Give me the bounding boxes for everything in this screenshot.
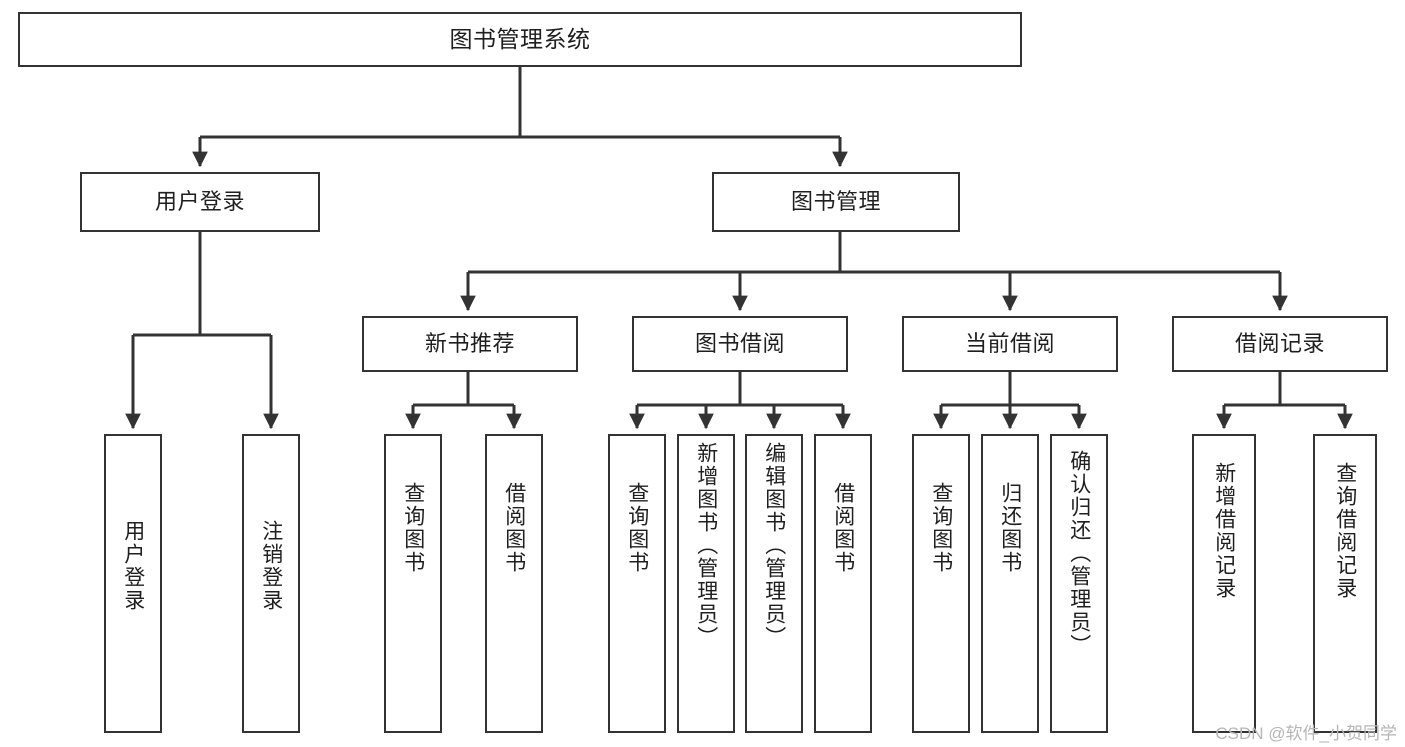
leaf-cb-return-book[interactable]: 归还图书 xyxy=(981,434,1039,733)
leaf-bb-query-book[interactable]: 查询图书 xyxy=(608,434,666,733)
node-label-new-book-recommendation: 新书推荐 xyxy=(424,331,515,357)
node-label-root: 图书管理系统 xyxy=(449,26,591,53)
node-user-login[interactable]: 用户登录 xyxy=(80,172,320,232)
leaf-nbr-borrow-book[interactable]: 借阅图书 xyxy=(485,434,543,733)
node-label-current-borrow: 当前借阅 xyxy=(964,331,1055,357)
leaf-label-cb-query-book: 查询图书 xyxy=(929,482,953,574)
leaf-user-logout[interactable]: 注销登录 xyxy=(242,434,300,733)
leaf-label-cb-confirm-return-admin: 确认归还（管理员） xyxy=(1067,450,1091,657)
leaf-label-br-query-record: 查询借阅记录 xyxy=(1333,462,1357,600)
leaf-label-bb-query-book: 查询图书 xyxy=(625,482,649,574)
leaf-label-bb-edit-book-admin: 编辑图书（管理员） xyxy=(762,442,786,649)
node-label-book-management: 图书管理 xyxy=(790,189,881,215)
leaf-br-add-record[interactable]: 新增借阅记录 xyxy=(1192,434,1256,733)
node-book-management[interactable]: 图书管理 xyxy=(712,172,960,232)
node-current-borrow[interactable]: 当前借阅 xyxy=(902,316,1118,372)
leaf-cb-confirm-return-admin[interactable]: 确认归还（管理员） xyxy=(1050,434,1108,733)
leaf-label-user-logout: 注销登录 xyxy=(259,520,283,612)
leaf-label-nbr-borrow-book: 借阅图书 xyxy=(502,482,526,574)
leaf-nbr-query-book[interactable]: 查询图书 xyxy=(384,434,442,733)
node-root-book-management-system[interactable]: 图书管理系统 xyxy=(18,12,1022,67)
node-label-book-borrow: 图书借阅 xyxy=(694,331,785,357)
leaf-br-query-record[interactable]: 查询借阅记录 xyxy=(1313,434,1377,733)
leaf-label-nbr-query-book: 查询图书 xyxy=(401,482,425,574)
node-borrow-record[interactable]: 借阅记录 xyxy=(1172,316,1388,372)
leaf-bb-add-book-admin[interactable]: 新增图书（管理员） xyxy=(677,434,735,733)
node-book-borrow[interactable]: 图书借阅 xyxy=(632,316,848,372)
watermark-csdn: CSDN @软件_小贺同学 xyxy=(1215,724,1397,743)
leaf-label-user-login: 用户登录 xyxy=(121,520,145,612)
node-label-user-login: 用户登录 xyxy=(154,189,245,215)
leaf-label-cb-return-book: 归还图书 xyxy=(998,482,1022,574)
leaf-label-br-add-record: 新增借阅记录 xyxy=(1212,462,1236,600)
leaf-bb-edit-book-admin[interactable]: 编辑图书（管理员） xyxy=(745,434,803,733)
leaf-cb-query-book[interactable]: 查询图书 xyxy=(912,434,970,733)
leaf-user-login[interactable]: 用户登录 xyxy=(104,434,162,733)
leaf-label-bb-borrow-book: 借阅图书 xyxy=(831,482,855,574)
node-new-book-recommendation[interactable]: 新书推荐 xyxy=(362,316,578,372)
leaf-label-bb-add-book-admin: 新增图书（管理员） xyxy=(694,442,718,649)
leaf-bb-borrow-book[interactable]: 借阅图书 xyxy=(814,434,872,733)
node-label-borrow-record: 借阅记录 xyxy=(1234,331,1325,357)
